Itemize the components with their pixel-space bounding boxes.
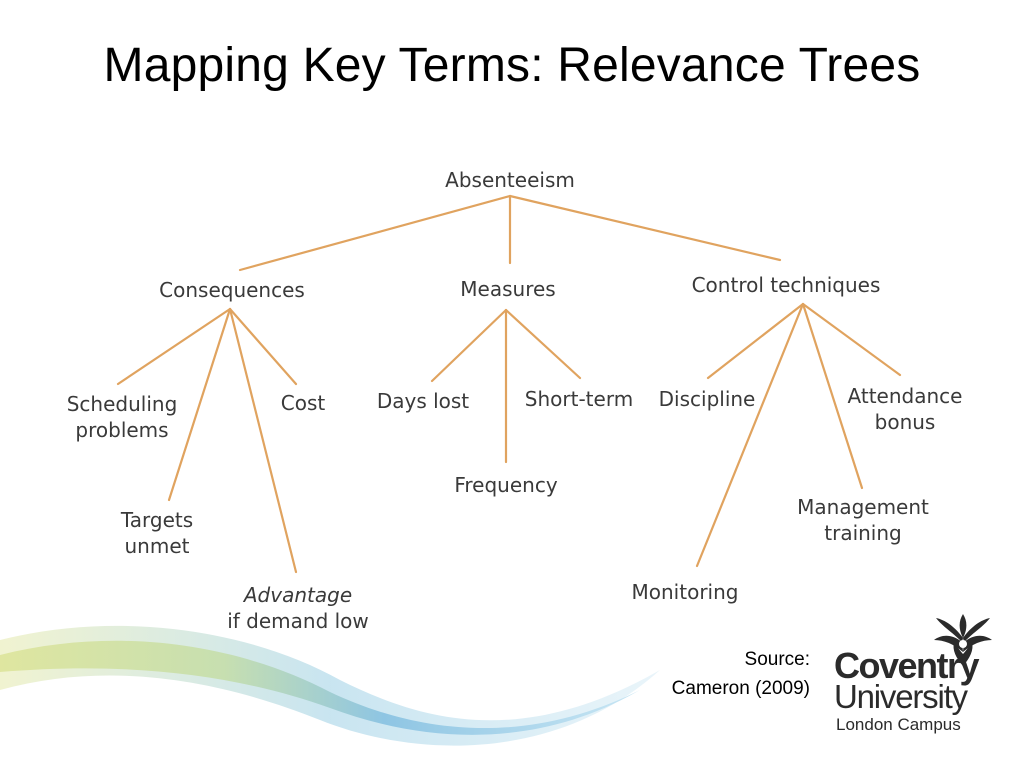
node-discipline: Discipline — [658, 387, 756, 411]
connector-consequences-cost — [228, 307, 298, 386]
connector-measures-shortterm — [504, 308, 582, 380]
connector-control-attendance — [801, 302, 902, 377]
connector-consequences-targets — [167, 307, 232, 502]
coventry-university-logo: Coventry University London Campus — [826, 612, 996, 742]
node-attendance-line2: bonus — [874, 410, 936, 434]
node-targets-unmet: Targets unmet — [104, 507, 210, 559]
source-line1: Source: — [744, 649, 810, 670]
node-scheduling-line1: Scheduling — [66, 392, 178, 416]
logo-word-london-campus: London Campus — [836, 715, 961, 734]
connector-consequences-advantage — [228, 307, 298, 574]
node-attendance-line1: Attendance — [847, 384, 963, 408]
node-monitoring: Monitoring — [631, 580, 739, 604]
node-frequency: Frequency — [454, 473, 558, 497]
logo-word-university: University — [834, 678, 968, 715]
connector-control-management — [801, 302, 864, 490]
source-line2: Cameron (2009) — [671, 678, 810, 699]
connector-root-control — [508, 194, 782, 262]
node-short-term: Short-term — [524, 387, 634, 411]
logo-word-coventry: Coventry — [834, 645, 980, 686]
connector-measures-dayslost — [430, 308, 508, 383]
node-measures: Measures — [460, 277, 556, 301]
node-scheduling-problems: Scheduling problems — [52, 391, 192, 443]
slide-title: Mapping Key Terms: Relevance Trees — [103, 39, 921, 92]
connector-control-discipline — [706, 302, 805, 380]
node-management-training: Management training — [786, 494, 940, 546]
node-control-techniques: Control techniques — [691, 273, 881, 297]
node-targets-line1: Targets — [120, 508, 194, 532]
node-advantage: Advantage if demand low — [210, 582, 386, 634]
node-attendance-bonus: Attendance bonus — [838, 383, 972, 435]
node-scheduling-line2: problems — [75, 418, 169, 442]
node-cost: Cost — [280, 391, 326, 415]
node-absenteeism: Absenteeism — [445, 168, 575, 192]
phoenix-emblem-icon — [934, 614, 992, 666]
node-management-line1: Management — [797, 495, 929, 519]
node-targets-line2: unmet — [124, 534, 190, 558]
node-advantage-line1: Advantage — [243, 583, 353, 607]
node-days-lost: Days lost — [376, 389, 470, 413]
node-consequences: Consequences — [159, 278, 305, 302]
node-management-line2: training — [824, 521, 902, 545]
node-advantage-line2: if demand low — [227, 609, 369, 633]
connector-control-monitoring — [695, 302, 805, 568]
connector-root-consequences — [238, 194, 512, 272]
connector-consequences-scheduling — [116, 307, 232, 386]
source-citation: Source: Cameron (2009) — [672, 645, 810, 703]
decorative-wave — [0, 625, 660, 746]
